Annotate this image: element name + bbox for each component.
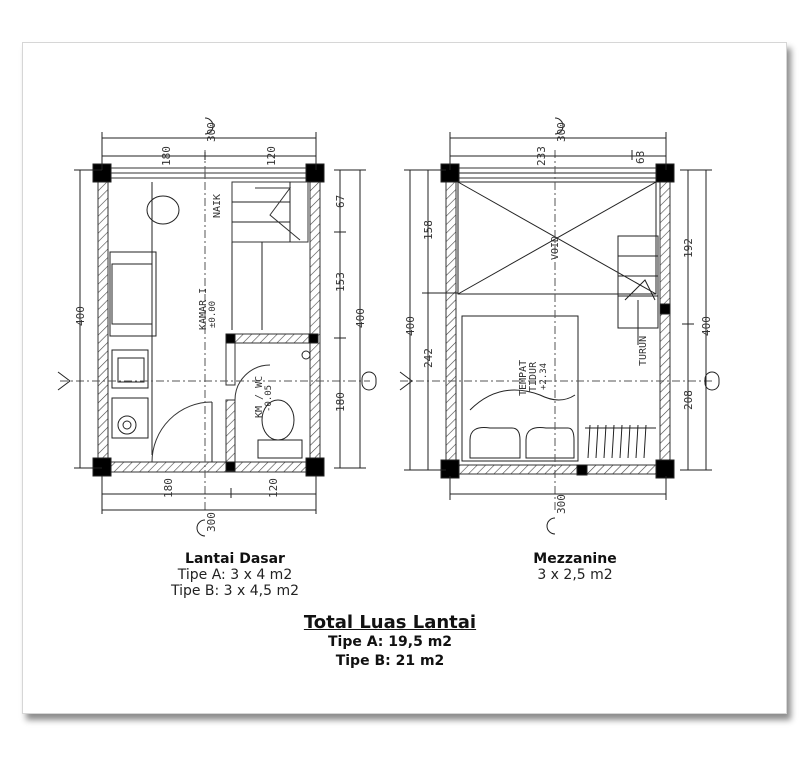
total-area-heading: Total Luas Lantai xyxy=(303,612,477,633)
gf-dim-bottom-total: 300 xyxy=(205,512,218,532)
mezzanine-title: Mezzanine xyxy=(533,551,617,567)
mezzanine-caption: Mezzanine 3 x 2,5 m2 xyxy=(480,551,670,583)
gf-dim-top-right: 120 xyxy=(265,146,278,166)
mz-room-bed-2: TIDUR xyxy=(528,361,539,392)
gf-dim-top-total: 300 xyxy=(205,122,218,142)
mz-dim-left-b: 242 xyxy=(422,348,435,368)
gf-stair-label: NAIK xyxy=(212,194,223,218)
mz-dim-top-left: 233 xyxy=(535,146,548,166)
gf-dim-top-left: 180 xyxy=(160,146,173,166)
mz-dim-top-total: 300 xyxy=(555,122,568,142)
total-area-type-a: Tipe A: 19,5 m2 xyxy=(327,634,453,650)
gf-room-bedroom: KAMAR I xyxy=(198,288,209,330)
mz-room-void: VOID xyxy=(550,236,561,260)
ground-floor-caption: Lantai Dasar Tipe A: 3 x 4 m2 Tipe B: 3 … xyxy=(120,551,350,599)
mz-room-bed: TEMPAT xyxy=(518,360,529,396)
mz-dim-right-b: 208 xyxy=(682,390,695,410)
mz-dim-top-right: 68 xyxy=(634,151,647,164)
gf-dim-bottom-left: 180 xyxy=(162,478,175,498)
ground-floor-plan xyxy=(57,117,377,537)
mezzanine-plan xyxy=(399,117,720,535)
gf-dim-right-a: 67 xyxy=(334,195,347,208)
gf-dim-left: 400 xyxy=(74,306,87,326)
total-area-block: Total Luas Lantai Tipe A: 19,5 m2 Tipe B… xyxy=(290,612,490,671)
mz-dim-right-total: 400 xyxy=(700,316,713,336)
gf-dim-right-total: 400 xyxy=(354,308,367,328)
gf-room-bath: KM / WC xyxy=(254,376,265,418)
mezzanine-area: 3 x 2,5 m2 xyxy=(537,567,613,583)
mz-dim-left-a: 158 xyxy=(422,220,435,240)
mz-dim-left-total: 400 xyxy=(404,316,417,336)
mz-stair-label: TURUN xyxy=(638,336,649,366)
gf-dim-right-b: 153 xyxy=(334,272,347,292)
mz-dim-bottom-total: 300 xyxy=(555,494,568,514)
gf-dim-bottom-right: 120 xyxy=(267,478,280,498)
ground-floor-area-a: Tipe A: 3 x 4 m2 xyxy=(177,567,293,583)
total-area-type-b: Tipe B: 21 m2 xyxy=(335,653,445,669)
gf-room-bath-elev: -0.05 xyxy=(264,385,274,412)
ground-floor-area-b: Tipe B: 3 x 4,5 m2 xyxy=(170,583,300,599)
gf-dim-right-c: 180 xyxy=(334,392,347,412)
ground-floor-title: Lantai Dasar xyxy=(185,551,285,567)
mz-room-bed-elev: +2.34 xyxy=(539,363,549,390)
gf-room-bedroom-elev: ±0.00 xyxy=(208,301,218,328)
mz-dim-right-a: 192 xyxy=(682,238,695,258)
